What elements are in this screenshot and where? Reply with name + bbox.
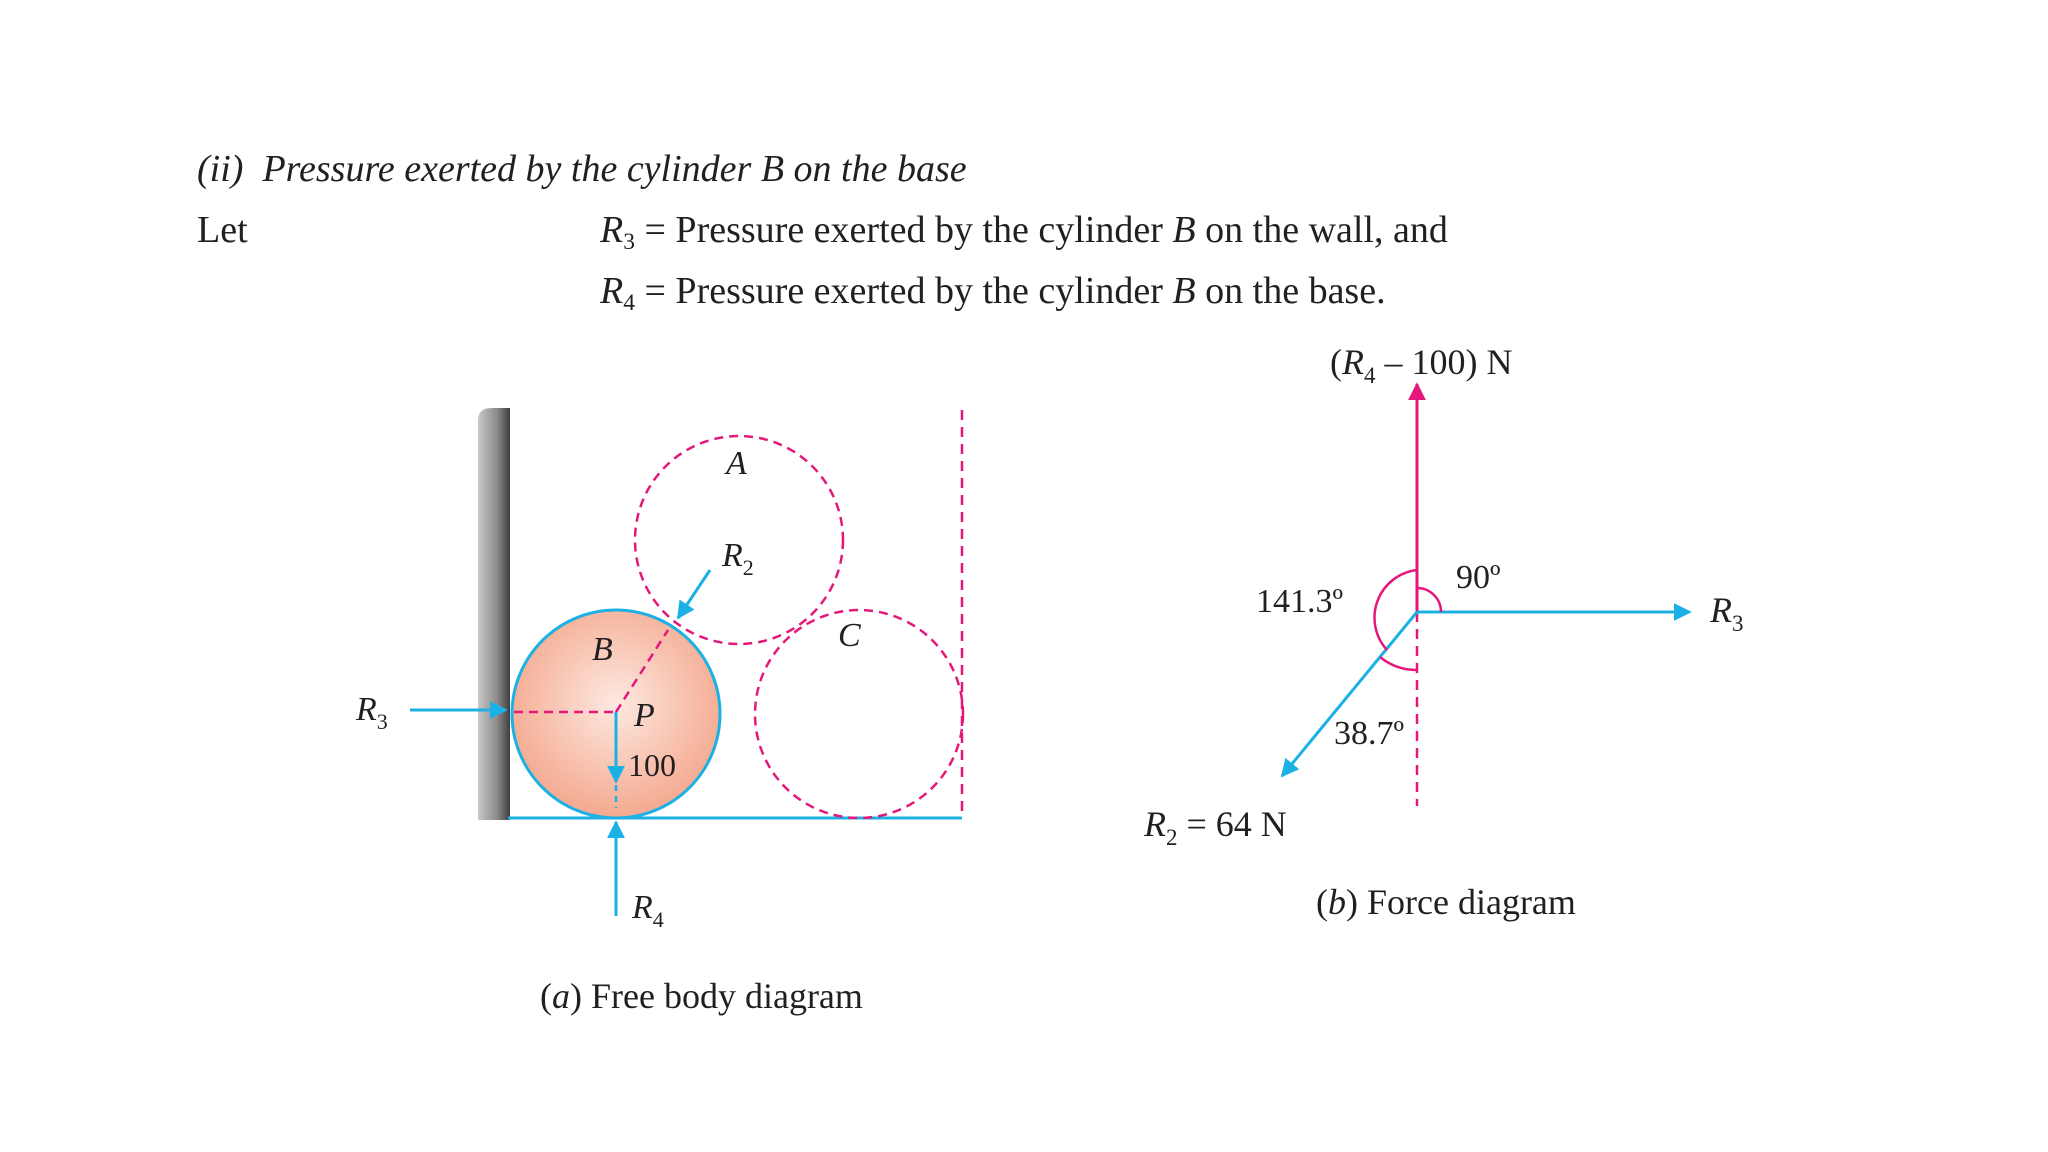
fbd-r4-subscript: 4 [653,907,664,932]
r4-body: B [1172,270,1196,312]
r4-tail: on the base. [1205,270,1386,312]
fd-r2-symbol: R [1143,804,1166,844]
fbd-r2-symbol: R [721,537,743,574]
up-rest: – 100) N [1376,342,1513,382]
cylinder-a-label: A [724,445,747,482]
fbd-caption: (a) Free body diagram [540,976,863,1016]
wall [478,408,510,820]
angle-38-label: 38.7º [1334,715,1404,752]
dashed-radius-to-a [614,629,670,713]
fbd-r2-subscript: 2 [743,555,754,580]
fbd-r4-symbol: R [631,889,653,926]
cylinder-c [753,608,965,820]
let-word: Let [197,209,248,251]
heading-line: (ii) Pressure exerted by the cylinder B … [197,150,967,188]
angle-90-label: 90º [1456,559,1501,596]
fd-r2-subscript: 2 [1166,825,1178,850]
r4-symbol: R [600,270,624,312]
definition-r4: R4 = Pressure exerted by the cylinder B … [600,272,1386,316]
fd-r3-symbol: R [1709,590,1732,630]
r2-force-arrow-b [1280,611,1419,778]
r3-tail: on the wall, and [1205,209,1448,251]
fbd-caption-letter: a [552,976,570,1016]
r4-text: = Pressure exerted by the cylinder [644,270,1163,312]
fd-r2-label: R2 = 64 N [1143,804,1287,850]
fbd-caption-text: Free body diagram [591,976,863,1016]
cylinder-a [633,434,845,646]
fd-caption-text: Force diagram [1367,882,1576,922]
r2-force-arrow [676,569,712,620]
heading-number: (ii) [197,148,244,190]
fd-r3-subscript: 3 [1732,611,1744,636]
angle-90-arc [1416,586,1443,613]
fd-r2-rest: = 64 N [1178,804,1287,844]
fd-caption: (b) Force diagram [1316,882,1576,922]
fbd-r2-label: R2 [721,537,754,580]
angle-38-arc [1379,656,1418,672]
fbd-r3-label: R3 [355,691,388,734]
fbd-r4-label: R4 [631,889,664,932]
up-force-label: (R4 – 100) N [1330,342,1513,388]
angle-141-label: 141.3º [1256,583,1343,620]
r3-text: = Pressure exerted by the cylinder [644,209,1163,251]
cylinder-b-label: B [592,631,613,668]
up-subscript: 4 [1364,363,1376,388]
weight-label: 100 [628,747,676,783]
up-symbol: R [1341,342,1364,382]
r3-subscript: 3 [623,229,635,256]
force-diagram: (R4 – 100) N R3 R2 = 64 N 90º 141.3º 38.… [1143,342,1744,922]
cylinder-c-label: C [838,617,861,654]
point-p-label: P [633,697,655,734]
free-body-diagram: A B C P 100 R2 R3 R4 (a) Free body diagr… [355,408,965,1016]
fbd-r3-subscript: 3 [377,709,388,734]
fd-r3-label: R3 [1709,590,1744,636]
r3-symbol: R [600,209,624,251]
r4-subscript: 4 [623,290,635,317]
definition-r3: R3 = Pressure exerted by the cylinder B … [600,211,1448,255]
fd-caption-letter: b [1328,882,1346,922]
r3-body: B [1172,209,1196,251]
fbd-r3-symbol: R [355,691,377,728]
angle-141-arc [1373,568,1418,651]
heading-title: Pressure exerted by the cylinder B on th… [262,148,967,190]
up-open-paren: ( [1330,342,1342,382]
